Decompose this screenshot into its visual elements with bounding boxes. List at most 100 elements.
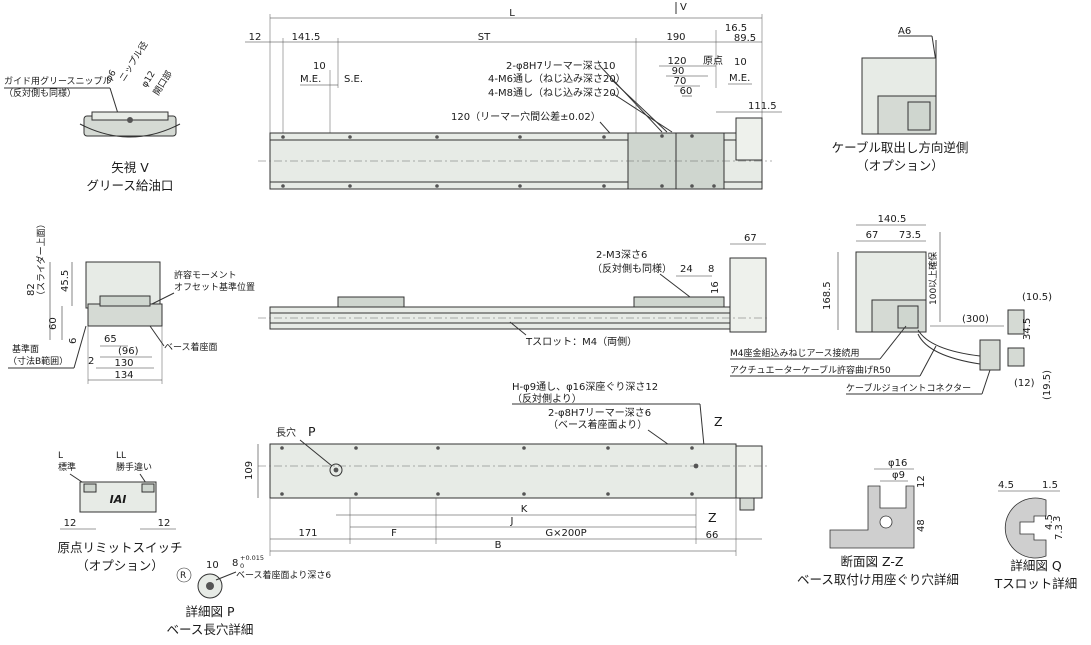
dim-phi9: φ9 [892, 470, 905, 481]
title-limit-switch: 原点リミットスイッチ [57, 540, 182, 555]
title-grease-port: グリース給油口 [87, 178, 174, 193]
dim-168-5: 168.5 [822, 281, 833, 310]
view-v-grease-port: ガイド用グリースニップル （反対側も同様） φ6 ニップル径 φ12 開口部 矢… [4, 39, 181, 193]
label-slider-top: （スライダー上面） [35, 219, 47, 300]
dim-12: 12 [249, 32, 262, 43]
dim-45-5: 45.5 [60, 270, 71, 292]
label-ref-range: （寸法B範囲） [8, 355, 68, 367]
callout-m3: 2-M3深さ6 [596, 249, 647, 261]
slot-hole-inner [206, 582, 214, 590]
dim-19-5: (19.5) [1042, 370, 1053, 400]
label-ll: LL [116, 451, 126, 461]
dim-130: 130 [114, 358, 133, 369]
dim-190: 190 [666, 32, 685, 43]
view-arrow-v: V [680, 2, 687, 13]
label-same-side: （反対側も同様） [4, 87, 76, 99]
dim-6: 6 [68, 338, 79, 344]
callout-tslot: Tスロット：M4（両側） [525, 335, 637, 348]
dim-48: 48 [916, 519, 927, 532]
dim-1-5: 1.5 [1042, 480, 1058, 491]
title-detail-p: 詳細図 P [185, 604, 234, 619]
end-base [87, 303, 163, 327]
detail-q: 4.5 1.5 4.5 3 7.3 詳細図 Q Tスロット詳細 [994, 480, 1078, 591]
label-base-surface: ベース着座面 [164, 341, 218, 353]
dim-4-5: 4.5 [998, 480, 1014, 491]
title-slot-detail: ベース長穴詳細 [167, 622, 254, 637]
dim-10p: 10 [206, 560, 219, 571]
dim-34-5: 34.5 [1022, 318, 1033, 340]
callout-h-hole-side: （反対側より） [512, 392, 582, 405]
dim-ST: ST [478, 32, 491, 43]
side-view: 2-M3深さ6 （反対側も同様） 24 8 16 67 Tスロット：M4（両側） [258, 233, 770, 348]
dim-K: K [521, 504, 528, 515]
dim-16-5: 16.5 [725, 23, 747, 34]
dim-70: 70 [674, 76, 687, 87]
dim-L: L [509, 8, 515, 19]
motor-cover-side [729, 257, 767, 333]
label-z-top: Z [714, 414, 723, 429]
label-r: R [180, 571, 186, 581]
limit-sensor-left [83, 483, 97, 493]
end-view: 82 （スライダー上面） 45.5 60 6 134 106 許容モーメント オ… [8, 219, 255, 384]
callout-m8: 4-M8通し（ねじ込み深さ20） [488, 87, 626, 99]
callout-pitch: 120（リーマー穴間公差±0.02） [451, 110, 601, 123]
dim-67r: 67 [866, 230, 879, 241]
dim-16: 16 [710, 281, 721, 294]
label-p: P [308, 424, 316, 439]
label-me1: M.E. [300, 74, 321, 85]
dim-120: 120 [667, 56, 686, 67]
motor-cover-bottom [735, 445, 763, 499]
title-tslot-detail: Tスロット詳細 [994, 576, 1078, 591]
dim-65: 65 [104, 334, 117, 345]
connector-end-front [1007, 309, 1025, 335]
label-ll-diff: 勝手違い [116, 461, 152, 473]
dim-gp: G×200P [545, 528, 586, 539]
label-se: S.E. [344, 74, 363, 85]
dim-89-5: 89.5 [734, 33, 756, 44]
dim-111-5: 111.5 [748, 101, 777, 112]
title-detail-q: 詳細図 Q [1010, 558, 1061, 573]
dim-12r: (12) [1014, 378, 1035, 389]
dim-60: 60 [680, 86, 693, 97]
label-clearance: 100以上確保 [927, 252, 939, 305]
dim-8p: 8 [232, 558, 238, 569]
label-moment: 許容モーメント [174, 269, 237, 281]
title-limit-option: （オプション） [76, 558, 164, 573]
cable-connector [907, 101, 931, 131]
motor-foot [739, 497, 755, 511]
section-zz: φ16 φ9 12 27 48 Q 断面図 Z-Z ベース取付け用座ぐり穴詳細 [797, 458, 959, 587]
dim-24: 24 [680, 264, 693, 275]
dim-F: F [391, 528, 397, 539]
dim-tol-plus: +0.015 [240, 554, 264, 562]
dim-82: 82 [26, 283, 37, 296]
label-me2: M.E. [729, 73, 750, 84]
top-view: L V 12 141.5 ST 190 16.5 89.5 120 90 70 … [245, 2, 782, 190]
dim-109: 109 [244, 461, 255, 480]
section-profile [829, 485, 915, 549]
tslot-profile [1004, 497, 1047, 559]
dim-10b: 10 [734, 57, 747, 68]
limit-sensor-right [141, 483, 155, 493]
label-grease-nipple: ガイド用グリースニップル [4, 75, 112, 87]
cable-opposite-option: A6 ケーブル取出し方向逆側 （オプション） [832, 26, 969, 173]
dim-7-3: 7.3 [1054, 524, 1065, 540]
callout-cable-bend: アクチュエーターケーブル許容曲げR50 [730, 364, 891, 376]
dim-90: 90 [672, 66, 685, 77]
label-z-bottom: Z [708, 510, 717, 525]
cable-joint-connector [979, 339, 1001, 371]
dim-141-5: 141.5 [292, 32, 321, 43]
title-counterbore: ベース取付け用座ぐり穴詳細 [797, 572, 959, 587]
dim-171: 171 [298, 528, 317, 539]
dim-4-5b: 4.5 [1044, 514, 1055, 530]
right-side-view: 140.5 67 73.5 168.5 100以上確保 (10.5) (300)… [730, 214, 1053, 400]
dim-8: 8 [708, 264, 714, 275]
dim-300: (300) [962, 314, 989, 325]
label-a6: A6 [898, 26, 911, 37]
callout-reamer-bottom: 2-φ8H7リーマー深さ6 [548, 407, 651, 419]
dim-B: B [495, 540, 502, 551]
label-slot: 長穴 [276, 426, 296, 439]
dim-60: 60 [48, 317, 59, 330]
label-ref-surface: 基準面 [12, 343, 39, 355]
dim-134b: 134 [114, 370, 133, 381]
